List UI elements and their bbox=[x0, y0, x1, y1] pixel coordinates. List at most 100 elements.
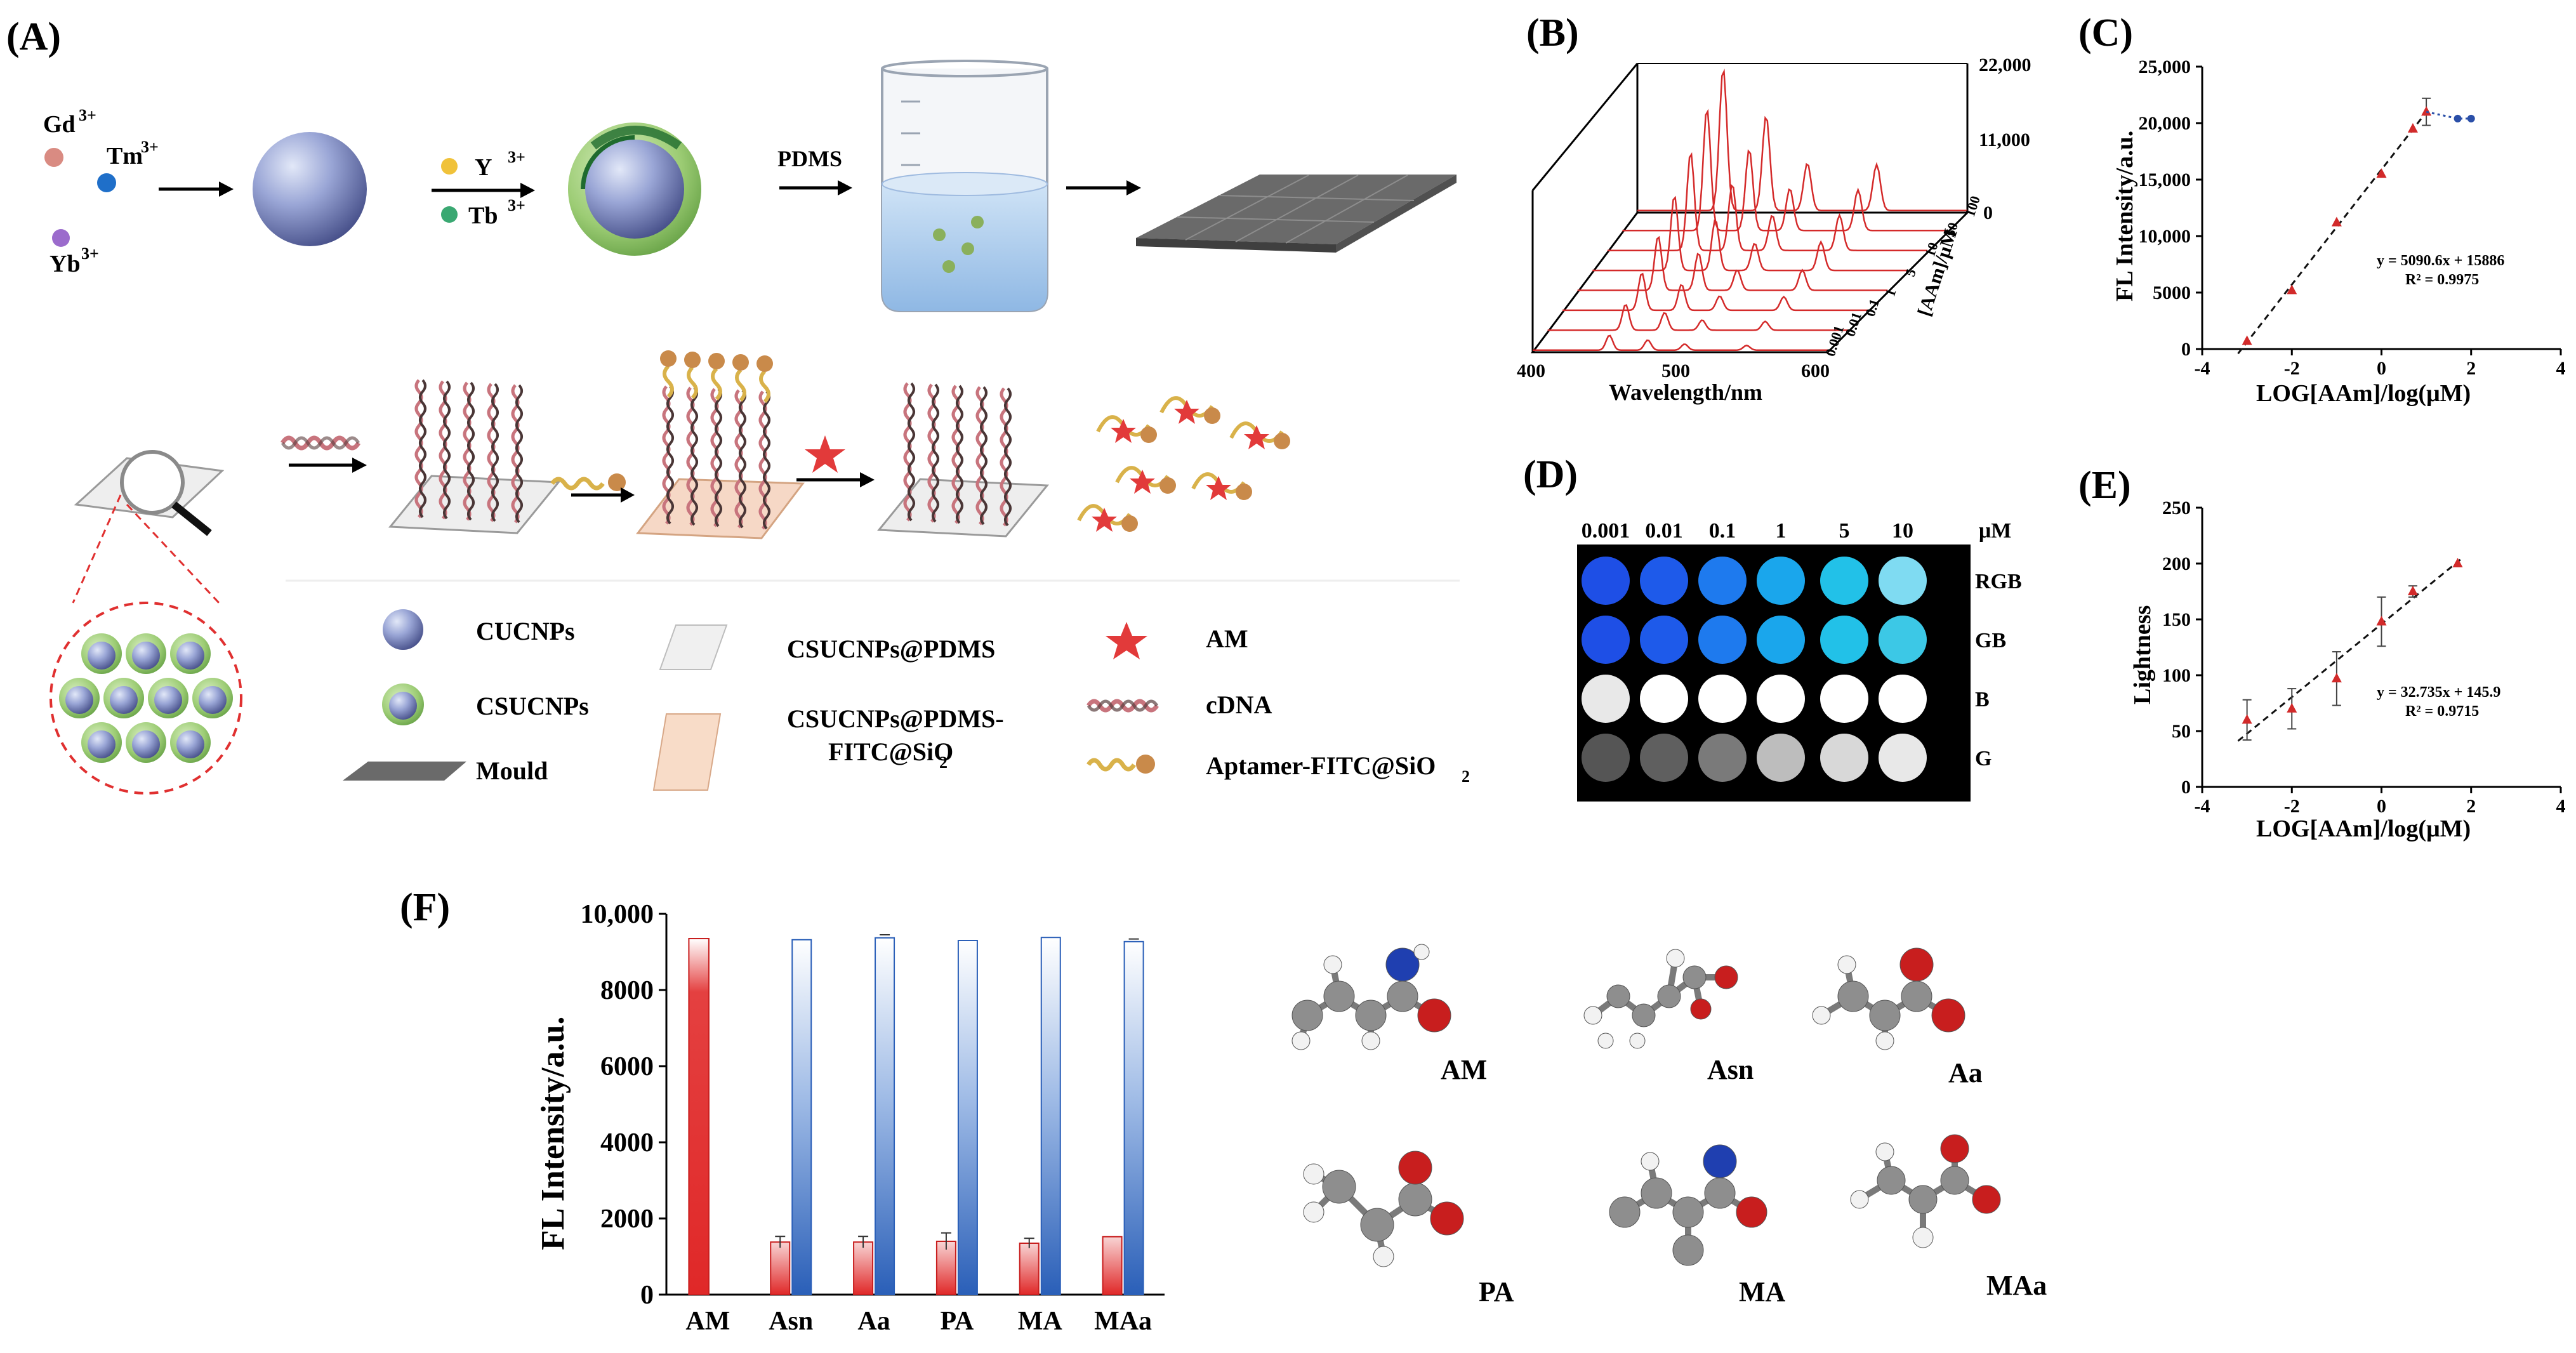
panel-b-ztick-22000: 22,000 bbox=[1979, 55, 2031, 76]
category-label: Asn bbox=[769, 1307, 813, 1336]
cdna-strand bbox=[951, 385, 960, 524]
gd-ion bbox=[44, 148, 63, 167]
molecule-label: PA bbox=[1479, 1276, 1514, 1307]
y-tick-label: 100 bbox=[2162, 665, 2191, 686]
panel-c-label: (C) bbox=[2078, 11, 2133, 55]
atom bbox=[1303, 1163, 1324, 1185]
panel-e-r2: R² = 0.9715 bbox=[2405, 703, 2479, 720]
atom bbox=[1417, 998, 1451, 1033]
x-tick-label: -4 bbox=[2195, 796, 2210, 817]
well-GB-0.001 bbox=[1582, 616, 1630, 664]
tm-ion-label: Tm bbox=[107, 143, 143, 169]
cdna-strand bbox=[686, 386, 695, 526]
well-GB-1 bbox=[1757, 616, 1805, 664]
y-tick-label: 0 bbox=[2181, 339, 2191, 360]
data-point bbox=[2407, 586, 2418, 595]
atom bbox=[1583, 1006, 1602, 1025]
panel-b-ztick-0: 0 bbox=[1983, 202, 1993, 223]
magnified-nanoparticles bbox=[59, 633, 233, 763]
arrow-1 bbox=[159, 182, 234, 197]
slide-released bbox=[876, 382, 1050, 538]
well-B-10 bbox=[1879, 675, 1927, 723]
well-B-1 bbox=[1757, 675, 1805, 723]
beaker bbox=[881, 60, 1048, 312]
spectrum-series-0.01 bbox=[1547, 304, 1848, 331]
atom bbox=[1714, 965, 1738, 989]
atom bbox=[1869, 1000, 1901, 1031]
row-label: G bbox=[1975, 747, 1991, 770]
bar-Asn-red bbox=[770, 1241, 791, 1295]
y-tick-label: 200 bbox=[2162, 553, 2191, 574]
panel-e-xlabel: LOG[AAm]/log(μM) bbox=[2256, 815, 2471, 842]
data-point bbox=[2376, 616, 2387, 626]
cdna-strand bbox=[758, 390, 767, 530]
concentration-header: 0.01 bbox=[1645, 519, 1683, 543]
aptamer-strand bbox=[735, 368, 746, 402]
slide-cdna bbox=[388, 379, 561, 534]
legend-csucnps-pdms-fitc-2: FITC@SiO bbox=[828, 737, 953, 766]
released-aptamer-am-complexes bbox=[1077, 396, 1290, 532]
concentration-header: 0.1 bbox=[1709, 519, 1736, 543]
spectrum-series-0.001 bbox=[1533, 334, 1828, 352]
row-label: B bbox=[1975, 688, 1990, 711]
data-point bbox=[2242, 714, 2252, 724]
magnified-particle-core bbox=[199, 686, 227, 714]
spectra-floor bbox=[1531, 211, 1970, 353]
atom bbox=[1875, 1142, 1894, 1161]
x-tick-label: -4 bbox=[2195, 358, 2210, 379]
yb-ion-label: Yb bbox=[50, 251, 81, 277]
released-bead bbox=[1204, 407, 1220, 424]
released-bead bbox=[1159, 477, 1176, 494]
plateau-point bbox=[2467, 114, 2475, 122]
panel-e-ylabel: Lightness bbox=[2129, 605, 2156, 704]
y-tick-label: 5000 bbox=[2153, 282, 2191, 303]
panel-e-label: (E) bbox=[2078, 464, 2131, 507]
y-tick-label: 15,000 bbox=[2139, 169, 2191, 190]
magnified-particle-core bbox=[176, 730, 204, 758]
panel-b-xtick-400: 400 bbox=[1517, 360, 1545, 381]
tb-ion bbox=[441, 206, 458, 223]
fitc-bead bbox=[660, 350, 677, 367]
spectra-lines bbox=[1533, 69, 1967, 352]
atom bbox=[1606, 984, 1630, 1008]
atom bbox=[1355, 1000, 1387, 1031]
atom bbox=[1672, 1234, 1704, 1266]
pdms-label: PDMS bbox=[777, 146, 842, 171]
atom bbox=[1704, 1177, 1736, 1209]
atom bbox=[1323, 955, 1342, 974]
gd-ion-label: Gd bbox=[43, 111, 76, 138]
x-tick-label: 2 bbox=[2466, 358, 2476, 379]
well-RGB-0.01 bbox=[1640, 557, 1688, 605]
legend-fitc-slide-icon bbox=[652, 713, 722, 791]
am-star-icon bbox=[805, 435, 845, 473]
data-point bbox=[2407, 122, 2418, 133]
panel-c-ylabel: FL Intensity/a.u. bbox=[2111, 131, 2138, 301]
well-G-10 bbox=[1879, 734, 1927, 782]
magnified-particle-core bbox=[88, 730, 116, 758]
cdna-strand-dark bbox=[467, 381, 475, 521]
atom bbox=[1912, 1227, 1934, 1248]
aptamer-strand bbox=[759, 369, 770, 404]
cdna-strand bbox=[439, 380, 447, 520]
cdna-strand bbox=[903, 382, 912, 522]
atom bbox=[1972, 1185, 2001, 1214]
cdna-strand bbox=[927, 383, 936, 523]
fitc-bead bbox=[708, 353, 725, 369]
atom bbox=[1877, 1166, 1906, 1195]
tb-ion-charge: 3+ bbox=[508, 196, 525, 214]
legend-cucnp-icon bbox=[383, 609, 423, 650]
plateau-point bbox=[2454, 114, 2462, 122]
y-ion bbox=[441, 158, 458, 175]
concentration-header: 5 bbox=[1839, 519, 1850, 543]
well-RGB-1 bbox=[1757, 557, 1805, 605]
arrow-3 bbox=[779, 180, 852, 195]
bar-Aa-red bbox=[853, 1241, 874, 1295]
cdna-strand bbox=[1000, 387, 1008, 527]
panel-c-equation: y = 5090.6x + 15886 bbox=[2377, 253, 2504, 269]
x-tick-label: 0 bbox=[2377, 358, 2386, 379]
